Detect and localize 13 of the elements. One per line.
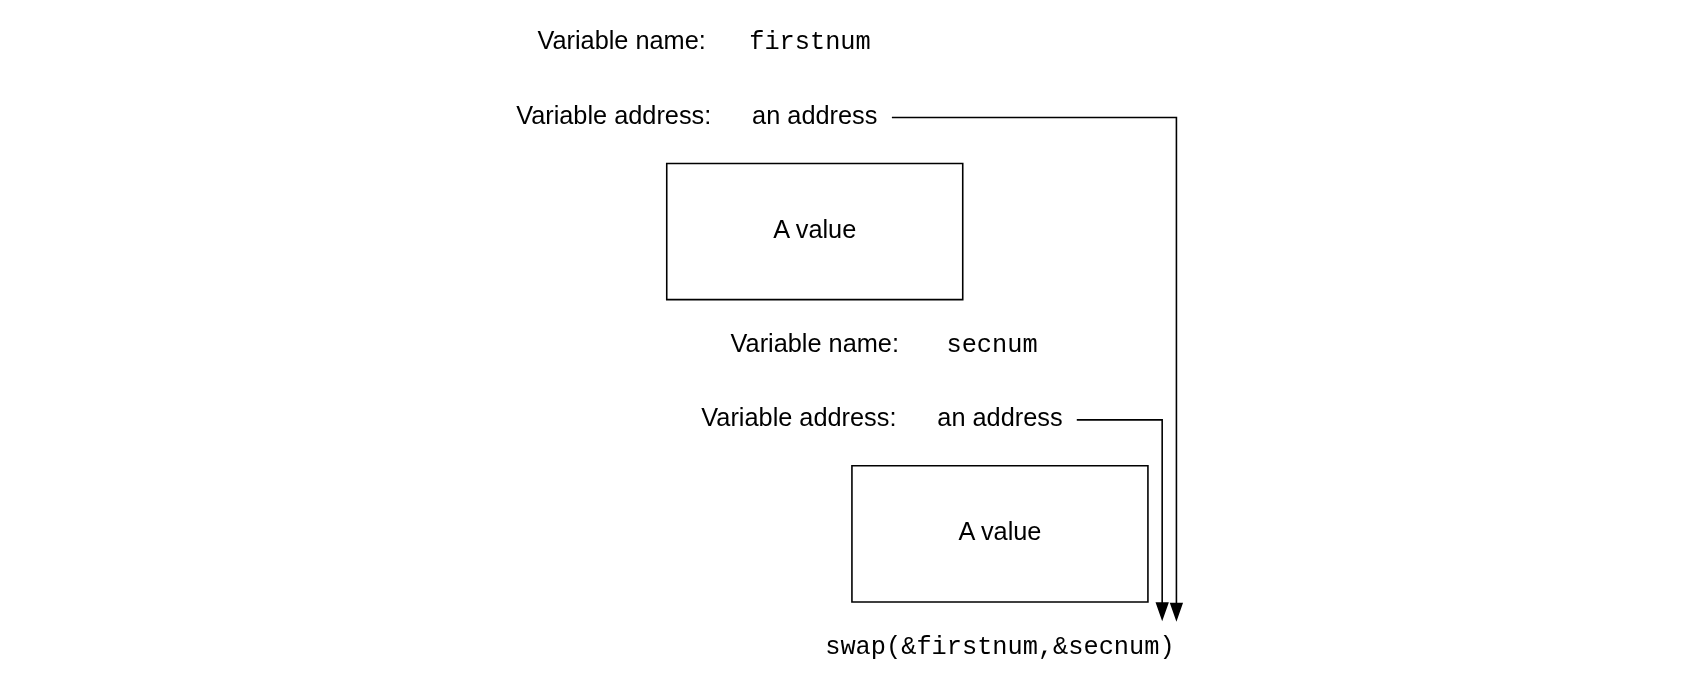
label: Variable address: <box>700 402 896 431</box>
label: Variable name: <box>730 328 899 357</box>
node-text: an address <box>936 402 1063 431</box>
label: Variable address: <box>515 100 711 129</box>
label: Variable name: <box>536 26 706 55</box>
label: secnum <box>945 330 1038 360</box>
arrow <box>890 116 1183 622</box>
node-text: an address <box>751 100 877 129</box>
label: firstnum <box>748 28 871 58</box>
node-box: A value <box>850 465 1149 603</box>
node-box: A value <box>665 162 964 301</box>
arrow <box>1075 419 1169 622</box>
node-text: swap(&firstnum,&secnum) <box>824 632 1175 662</box>
